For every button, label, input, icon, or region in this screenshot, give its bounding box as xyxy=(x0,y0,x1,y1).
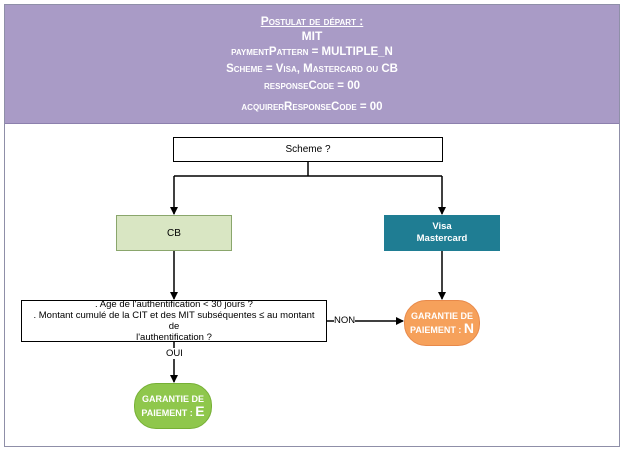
mastercard-label: Mastercard xyxy=(416,233,468,244)
diagram-frame xyxy=(4,4,620,447)
cb-node: CB xyxy=(116,215,232,251)
header-line-payment-pattern: paymentPattern = MULTIPLE_N xyxy=(231,46,393,58)
guarantee-n-line-1: GARANTIE DE xyxy=(410,311,473,321)
guarantee-e-line-1: GARANTIE DE xyxy=(141,394,204,404)
visa-mastercard-node: Visa Mastercard xyxy=(384,215,500,251)
edge-scheme-split xyxy=(174,162,442,177)
guarantee-n-node: GARANTIE DE PAIEMENT : N xyxy=(404,300,480,346)
header-line-mit: MIT xyxy=(301,29,323,43)
authentication-question-node: . Age de l'authentification < 30 jours ?… xyxy=(21,299,327,343)
header-panel: Postulat de départ : MIT paymentPattern … xyxy=(5,5,619,124)
edge-label-oui: OUI xyxy=(166,348,183,359)
question-line-2: . Montant cumulé de la CIT et des MIT su… xyxy=(33,310,315,332)
header-line-acquirer-response-code: acquirerResponseCode = 00 xyxy=(241,101,383,113)
scheme-node: Scheme ? xyxy=(173,137,443,162)
header-line-scheme: Scheme = Visa, Mastercard ou CB xyxy=(226,63,398,75)
guarantee-e-letter: E xyxy=(195,403,205,419)
visa-label: Visa xyxy=(432,221,452,232)
guarantee-n-line-2: PAIEMENT : xyxy=(410,325,462,335)
guarantee-e-node: GARANTIE DE PAIEMENT : E xyxy=(134,383,212,429)
header-line-response-code: responseCode = 00 xyxy=(264,80,360,92)
edge-label-non: NON xyxy=(334,315,356,326)
guarantee-e-line-2: PAIEMENT : xyxy=(141,408,193,418)
question-line-3: l'authentification ? xyxy=(136,332,212,343)
header-title: Postulat de départ : xyxy=(260,14,364,28)
guarantee-n-letter: N xyxy=(463,320,474,336)
question-line-1: . Age de l'authentification < 30 jours ? xyxy=(95,299,253,310)
